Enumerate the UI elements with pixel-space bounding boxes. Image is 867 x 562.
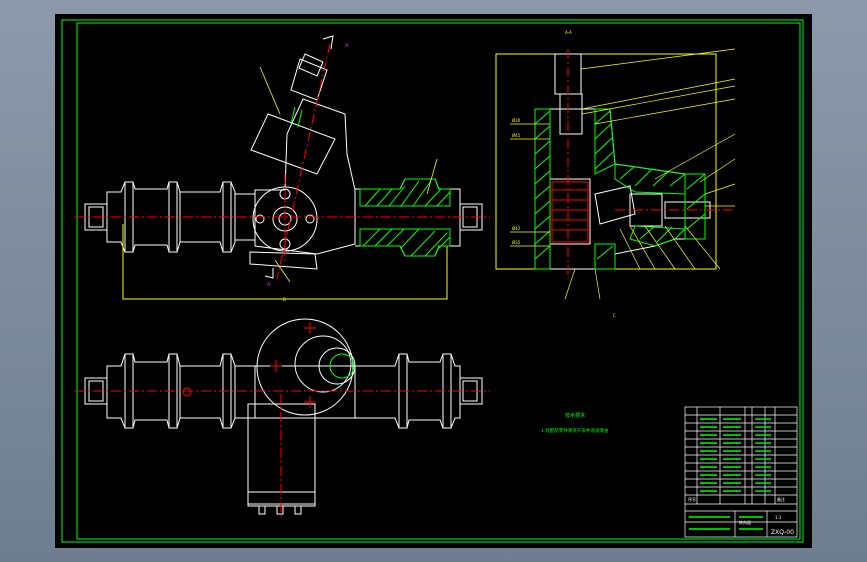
front-view-label: B xyxy=(283,297,286,302)
top-view-centerlines xyxy=(75,390,490,519)
notes-heading: 技术要求 xyxy=(565,412,585,419)
cad-drawing: A A B xyxy=(61,19,804,543)
front-view-leaders xyxy=(259,66,438,283)
section-view-label: C xyxy=(613,313,616,318)
title-block-scale: 1:1 xyxy=(775,515,782,520)
section-view-leaders xyxy=(510,48,736,300)
inner-frame xyxy=(76,22,801,540)
dim-label-4: Ø35 xyxy=(512,240,521,245)
title-block-drawing-number: ZXQ-00 xyxy=(771,529,794,536)
cad-viewport[interactable]: A A B xyxy=(55,14,812,548)
title-block-header-left: 序号 xyxy=(688,496,696,502)
dim-label-3: Ø42 xyxy=(512,226,521,231)
section-marker-top: A xyxy=(345,43,349,49)
dim-label-1: Ø30 xyxy=(512,118,521,123)
front-view-hatch xyxy=(290,106,451,257)
section-view xyxy=(495,53,717,270)
top-view-crosshairs xyxy=(270,322,316,408)
section-marker-bottom: A xyxy=(267,282,271,288)
dim-label-2: Ø45 xyxy=(512,133,521,138)
title-block-entries xyxy=(689,418,771,530)
section-view-centerlines xyxy=(567,49,735,279)
title-block-name: 转向器 xyxy=(739,519,751,525)
top-view xyxy=(84,318,483,515)
title-block xyxy=(684,406,798,538)
front-view xyxy=(84,53,483,270)
section-view-gear xyxy=(551,181,589,243)
front-view-centerlines xyxy=(75,43,490,280)
section-title: A-A xyxy=(565,30,572,35)
section-markers xyxy=(264,35,334,279)
outer-frame xyxy=(61,19,804,543)
title-block-header-right: 备注 xyxy=(777,496,785,502)
section-view-hatch xyxy=(534,108,706,270)
notes-line-1: 1.装配前零件清洗干净并涂润滑油 xyxy=(541,427,609,434)
front-view-boundary xyxy=(122,224,448,300)
